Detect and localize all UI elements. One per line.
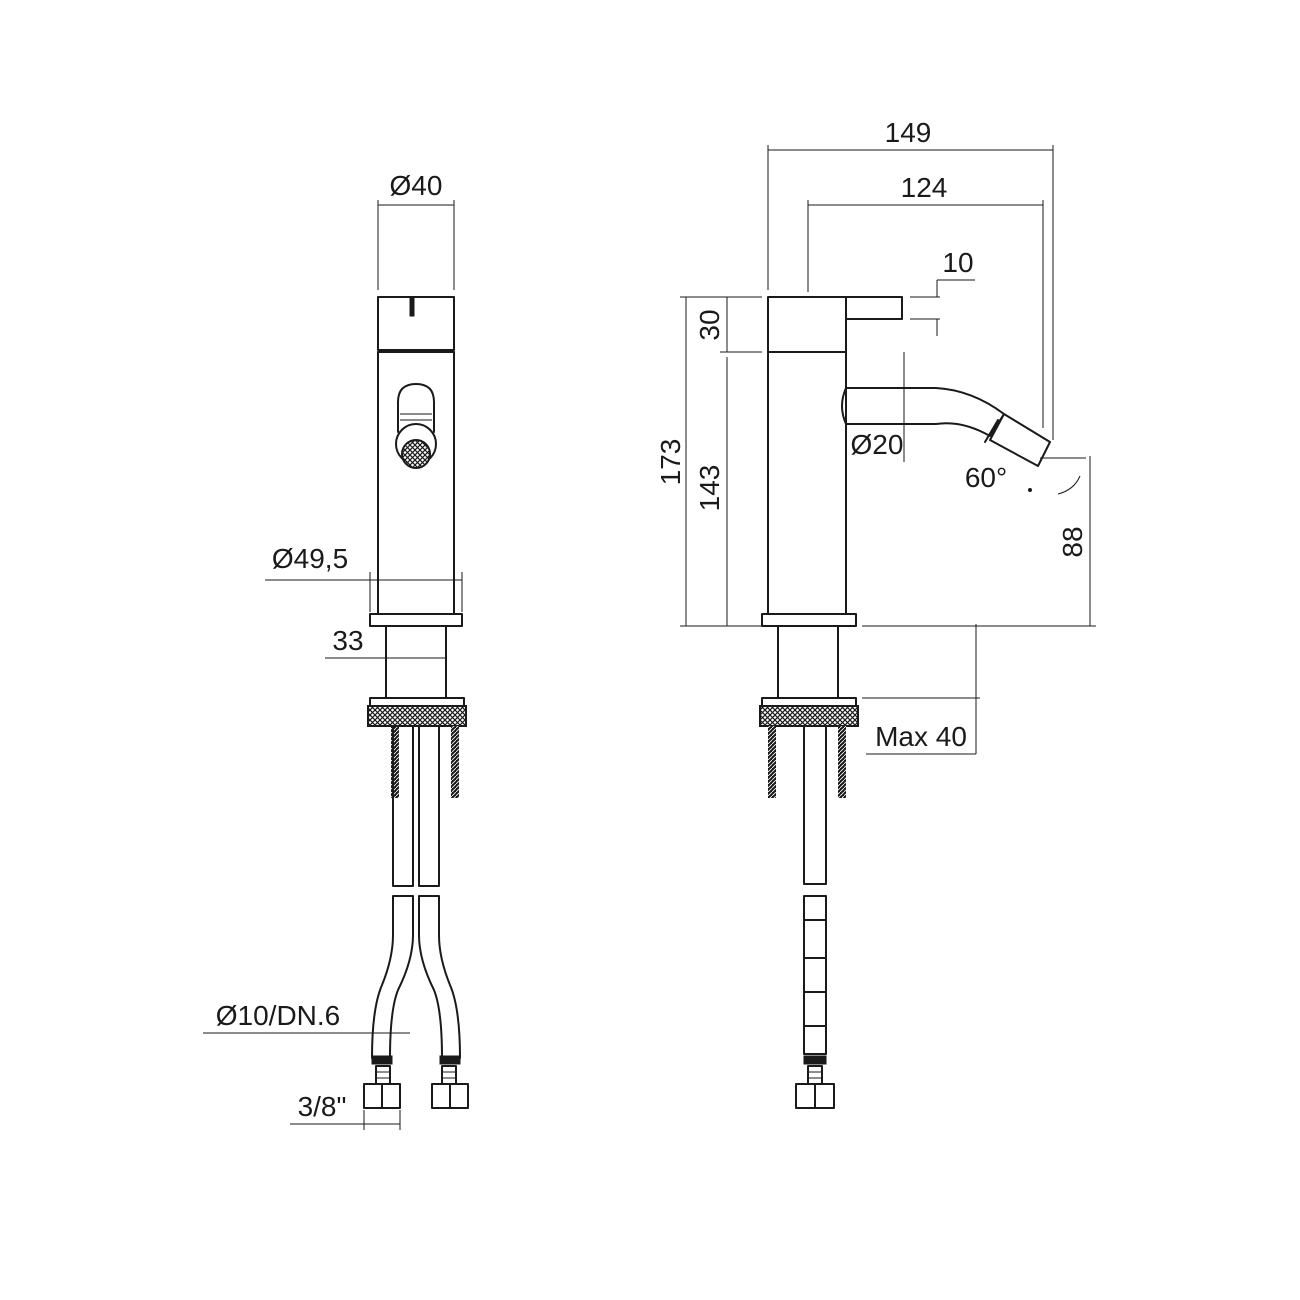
aerator-icon — [401, 439, 431, 469]
label-side-spout-projection: 124 — [901, 172, 948, 203]
dim-side-spout-projection: 124 — [807, 172, 1044, 428]
side-lever — [845, 296, 903, 320]
dim-side-max-thickness: Max 40 — [862, 624, 980, 755]
front-stud-right — [451, 726, 459, 798]
front-body — [377, 351, 455, 615]
dim-side-spout-diameter: Ø20 — [851, 352, 905, 462]
side-spout — [841, 387, 1051, 467]
front-stud-left — [391, 726, 399, 798]
front-base-flange — [369, 613, 463, 627]
side-shank — [777, 625, 839, 699]
dim-connector-thread: 3/8" — [290, 1091, 401, 1130]
front-shank — [385, 625, 447, 699]
dim-side-body-height: 143 — [694, 357, 728, 626]
side-view: 149 124 10 30 173 143 — [655, 117, 1096, 1109]
label-side-spout-diameter: Ø20 — [851, 429, 904, 460]
label-side-outlet-height: 88 — [1057, 526, 1088, 557]
label-front-base-diameter: Ø49,5 — [272, 543, 348, 574]
front-connector-right — [431, 1055, 469, 1109]
label-side-nozzle-angle: 60° — [965, 462, 1007, 493]
side-fixing-nut — [759, 697, 859, 727]
dim-front-base-diameter: Ø49,5 — [265, 543, 463, 612]
front-view: Ø40 Ø49,5 33 Ø10/DN.6 3/8" — [203, 170, 469, 1130]
side-stud-left — [768, 726, 776, 798]
side-hose — [803, 725, 827, 1055]
front-lever-handle — [395, 383, 437, 469]
dim-side-nozzle-angle: 60° — [965, 457, 1086, 495]
side-connector — [795, 1055, 835, 1109]
dim-side-lever-height: 10 — [910, 247, 975, 336]
front-cap-notch — [409, 297, 415, 317]
dim-hose-diameter: Ø10/DN.6 — [203, 1000, 410, 1034]
label-side-body-height: 143 — [694, 465, 725, 512]
dim-front-shank-width: 33 — [325, 625, 446, 659]
dim-side-cap-height: 30 — [680, 296, 762, 353]
side-cap — [767, 296, 847, 353]
dim-side-total-projection: 149 — [767, 117, 1054, 440]
label-side-cap-height: 30 — [694, 309, 725, 340]
label-connector-thread: 3/8" — [298, 1091, 347, 1122]
label-side-total-height: 173 — [655, 439, 686, 486]
side-stud-right — [838, 726, 846, 798]
front-connector-left — [363, 1055, 401, 1109]
side-body — [767, 351, 847, 615]
dim-front-body-diameter: Ø40 — [377, 170, 455, 290]
label-front-shank-width: 33 — [332, 625, 363, 656]
dim-side-outlet-height: 88 — [862, 456, 1096, 627]
label-side-lever-height: 10 — [942, 247, 973, 278]
front-cap — [377, 296, 455, 351]
label-front-body-diameter: Ø40 — [390, 170, 443, 201]
label-side-max-thickness: Max 40 — [875, 721, 967, 752]
front-hoses — [371, 725, 461, 1059]
dim-side-total-height: 173 — [655, 297, 762, 627]
label-hose-diameter: Ø10/DN.6 — [216, 1000, 341, 1031]
side-base-flange — [761, 613, 857, 627]
front-fixing-nut — [367, 697, 467, 727]
label-side-total-projection: 149 — [885, 117, 932, 148]
